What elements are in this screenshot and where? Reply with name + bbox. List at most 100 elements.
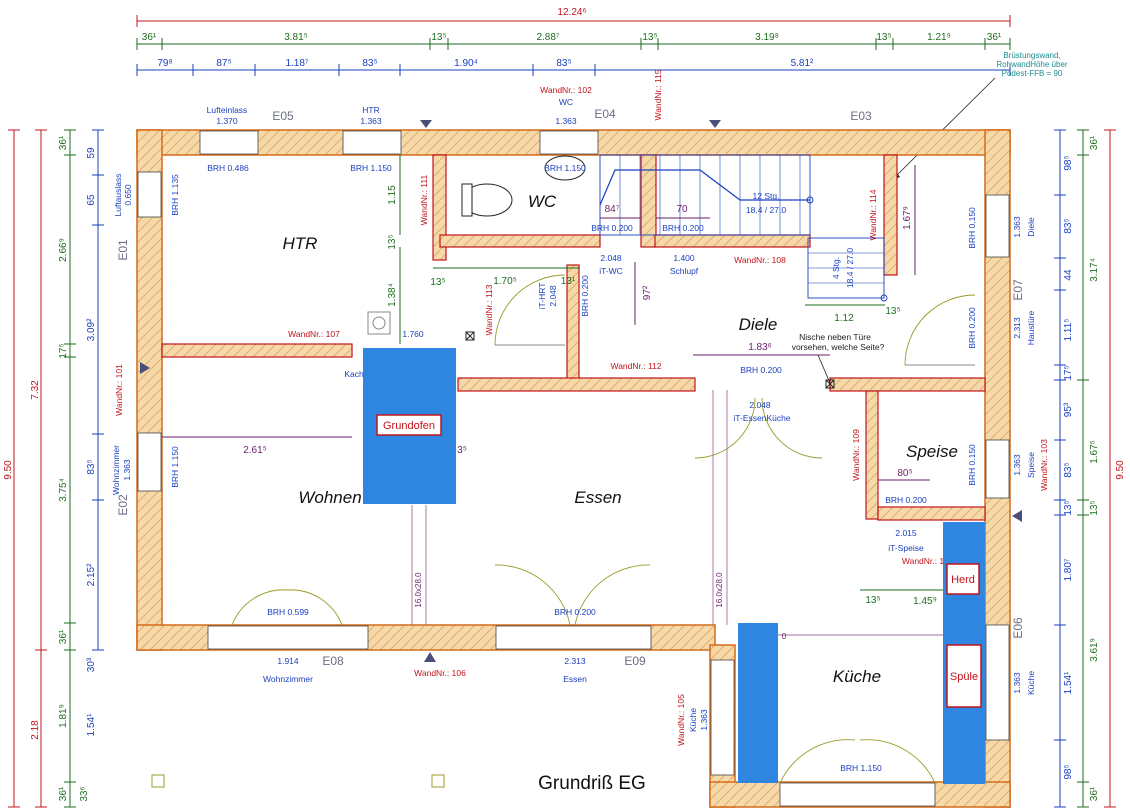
dim-i-131: 13¹ [561, 276, 576, 287]
room-diele: Diele [739, 315, 778, 334]
dim-left-red-1: 2.18 [30, 720, 41, 740]
dim-right-green-4: 3.61⁹ [1089, 638, 1100, 662]
lbl-stairs-small: 4 Stg. [831, 257, 841, 279]
lbl-ithrt-w: 2.048 [548, 285, 558, 307]
wand-103: WandNr.: 103 [1039, 439, 1049, 491]
wand-106: WandNr.: 106 [414, 668, 466, 678]
wall-e04: E04 [594, 107, 616, 121]
lbl-kueche-left-w: 1.363 [699, 709, 709, 731]
wand-101: WandNr.: 101 [114, 364, 124, 416]
marker-square-2 [431, 774, 445, 788]
dim-right-blue-4: 17⁵ [1063, 365, 1074, 380]
lbl-it-speise: iT-Speise [888, 543, 924, 553]
lbl-luftauslass-w: 0.650 [123, 184, 133, 206]
wand-107: WandNr.: 107 [288, 329, 340, 339]
dim-right-blue-10: 98⁵ [1063, 764, 1074, 779]
dim-right-green-3: 13⁵ [1089, 500, 1100, 515]
wc-fixtures [367, 155, 586, 335]
lbl-wc-win-w: 1.363 [555, 116, 577, 126]
wand-numbers: WandNr.: 101 WandNr.: 102 WandNr.: 103 W… [114, 69, 1049, 746]
dim-left-red-0: 7.32 [30, 380, 41, 400]
dim-right-blue-1: 83⁵ [1063, 218, 1074, 233]
dim-i-135c: 13⁵ [885, 306, 900, 317]
interior-dims: 1.15 13⁵ 1.38⁴ 13⁵ 1.70⁵ 13¹ 97² 84⁷ 70 … [162, 155, 943, 641]
interior-walls [161, 154, 986, 521]
dim-right-blue-5: 95³ [1063, 402, 1074, 417]
spuele-label-box [946, 644, 982, 708]
wall-e05: E05 [272, 109, 294, 123]
lbl-essen-bottom-w: 2.313 [564, 656, 586, 666]
wall-e01: E01 [116, 239, 130, 261]
dim-i-1705: 1.70⁵ [493, 276, 517, 287]
note-nische-2: vorsehen, welche Seite? [792, 342, 885, 352]
lbl-stairs-small-size: 18.4 / 27.0 [845, 248, 855, 288]
door-swings [231, 274, 976, 784]
marker-square-1 [151, 774, 165, 788]
dim-left-blue-0: 59 [86, 147, 97, 159]
dim-i-135b: 13⁵ [430, 277, 445, 288]
dim-top-2-4: 13⁵ [642, 32, 657, 43]
dim-left-green-0: 36¹ [58, 135, 69, 150]
lbl-haustuere: Haustüre [1026, 310, 1036, 345]
lbl-brh-200-schlupf: BRH 0.200 [662, 223, 704, 233]
wall-e07: E07 [1011, 279, 1025, 301]
kueche-counter-left [738, 623, 778, 783]
dim-i-1679: 1.67⁹ [902, 206, 913, 230]
wall-e06: E06 [1011, 617, 1025, 639]
top-dimensions: 12.24⁶ 36¹ 3.81⁵ 13⁵ 2.88⁷ 13⁵ 3.19⁸ 13⁵… [136, 7, 1011, 76]
lbl-speise-brh: BRH 0.150 [967, 444, 977, 486]
dim-top-3-6: 5.81² [791, 58, 814, 69]
lbl-speise-win: Speise [1026, 452, 1036, 478]
note-nische-1: Nische neben Türe [799, 332, 871, 342]
wand-102: WandNr.: 102 [540, 85, 592, 95]
wall-side-labels: E01 E02 E03 E04 E05 E06 E07 E08 E09 [116, 107, 1025, 668]
dim-top-3-4: 1.90⁴ [454, 58, 478, 69]
lbl-ithrt: iT-HRT [537, 283, 547, 310]
plan-title: Grundriß EG [538, 773, 646, 794]
lbl-stairs-main-size: 18.4 / 27.0 [746, 205, 786, 215]
dim-i-847: 84⁷ [605, 204, 620, 215]
dim-i-1836: 1.83⁶ [748, 342, 772, 353]
dim-chimney-1: 16.0x28.0 [414, 572, 423, 608]
lbl-brh-200-wc: BRH 0.200 [591, 223, 633, 233]
lbl-schlupf-w: 1.400 [673, 253, 695, 263]
dim-top-2-8: 36¹ [987, 32, 1002, 43]
dim-left-blue-6: 1.54¹ [86, 713, 97, 736]
dim-right-blue-9: 1.54¹ [1063, 671, 1074, 694]
lbl-kueche-brh: BRH 1.150 [840, 763, 882, 773]
room-wohnen: Wohnen [298, 488, 361, 507]
wand-108: WandNr.: 108 [734, 255, 786, 265]
lbl-brh-200-hrt: BRH 0.200 [580, 275, 590, 317]
dim-right-blue-6: 83⁵ [1063, 462, 1074, 477]
lbl-haustuere-w: 2.313 [1012, 317, 1022, 339]
lbl-essen-bottom: Essen [563, 674, 587, 684]
room-names: HTR WC Diele Wohnen Essen Speise Küche [283, 192, 958, 686]
dim-left-green-4: 36¹ [58, 629, 69, 644]
dim-top-3-3: 83⁵ [362, 58, 377, 69]
lbl-brh-599: BRH 0.599 [267, 607, 309, 617]
dim-left-overall: 9.50 [3, 460, 14, 480]
lbl-wc-win: WC [559, 97, 573, 107]
dim-i-112: 1.12 [834, 313, 854, 324]
dim-i-70: 70 [676, 204, 688, 215]
opening-labels: Lufteinlass 1.370 HTR 1.363 WC 1.363 BRH… [111, 97, 1036, 773]
room-essen: Essen [574, 488, 621, 507]
dim-right-green-1: 3.17⁴ [1089, 258, 1100, 282]
dim-right-blue-3: 1.11⁵ [1063, 319, 1074, 342]
lbl-brh-1150-htr: BRH 1.150 [350, 163, 392, 173]
dim-right-green-2: 1.67⁵ [1089, 440, 1100, 464]
dim-chimney-3: 0 [782, 632, 787, 641]
dim-right-green-0: 36¹ [1089, 135, 1100, 150]
wand-115: WandNr.: 115 [653, 69, 663, 120]
lbl-lufteinlass-w: 1.370 [216, 116, 238, 126]
lbl-brh-1150-wc: BRH 1.150 [544, 163, 586, 173]
dim-left-green-2: 17⁵ [58, 343, 69, 358]
dim-top-3-5: 83⁵ [556, 58, 571, 69]
dim-top-2-7: 1.21⁹ [927, 32, 951, 43]
lbl-essen-kueche-w: 2.048 [749, 400, 771, 410]
dim-chimney-2: 16.0x28.0 [715, 572, 724, 608]
lbl-htr-win-w: 1.363 [360, 116, 382, 126]
dim-left-blue-4: 2.15² [86, 563, 97, 586]
lbl-wz-bottom-w: 1.914 [277, 656, 299, 666]
dim-left-blue-3: 83⁵ [86, 459, 97, 474]
